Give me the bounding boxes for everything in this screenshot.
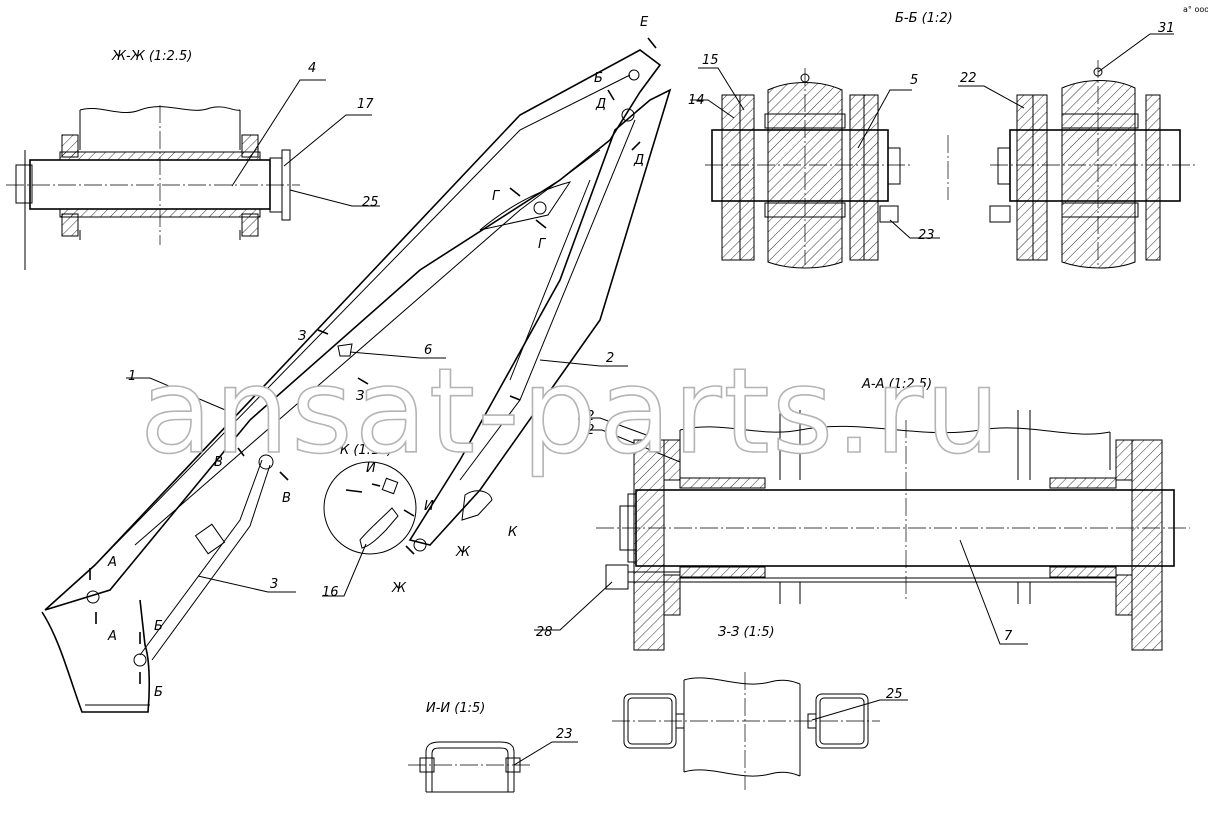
cut-letter-b-left-top: Б [154,619,163,634]
leader-1 [126,377,231,413]
section-aa-title: А-А (1:2.5) [861,377,932,392]
leader-25 [534,581,613,631]
leader-23-top [889,219,940,239]
cut-letter-b: Б [594,71,603,86]
part-label-23-bottom: 23 [556,727,573,742]
cut-letter-b-left-bottom: Б [154,685,163,700]
part-label-7: 7 [1004,629,1013,644]
part-label-14: 14 [688,93,705,108]
part-label-2: 2 [606,351,614,366]
part-label-4: 6 [424,343,432,358]
part-label-6: 4 [308,61,316,76]
leader-3 [197,575,296,593]
leader-28 [1097,33,1174,73]
cut-letter-g-top: Г [492,189,501,204]
section-k-title: К (1:10) [340,443,393,458]
cut-letter-d-bottom: Д [633,153,644,168]
part-label-31: 32 [578,409,595,424]
section-ii-view: И-И (1:5) 23 [408,701,578,793]
part-label-23-top: 23 [918,228,935,243]
part-label-17: 17 [357,97,374,112]
part-label-32: 32 [578,423,595,438]
section-ii-title: И-И (1:5) [426,701,485,716]
leader-6 [231,79,326,187]
cut-letter-v-right: В [282,491,291,506]
cut-letter-e: Е [640,15,649,30]
part-label-22: 22 [960,71,977,86]
cut-letter-g-bottom: Г [538,237,547,252]
part-label-24-top: 25 [362,195,379,210]
part-label-24-bottom: 25 [886,687,903,702]
watermark: ansat-parts.ru [140,342,1002,480]
part-label-1: 1 [128,369,136,384]
section-zz-view: 25 [612,672,908,790]
part-label-28: 31 [1158,21,1175,36]
cut-letter-i-top: И [366,461,376,476]
section-zh-title: Ж-Ж (1:2.5) [111,49,192,64]
leader-22 [958,85,1025,109]
cut-letter-z-top: З [298,329,306,344]
cut-letter-v-left: В [214,455,223,470]
leader-14 [690,99,735,119]
leader-24-bottom [811,699,908,721]
part-label-25: 28 [536,625,553,640]
leader-4 [349,351,446,359]
section-aa-view: А-А (1:2.5) [534,377,1190,651]
cut-letter-z-bottom: З [356,389,364,404]
leader-31 [580,417,661,441]
cut-letter-zh-top: Ж [455,545,471,560]
section-bb-title: Б-Б (1:2) [895,11,953,26]
section-zh-view: Ж-Ж (1:2.5) 4 17 25 [6,49,380,270]
leader-7 [959,539,1028,645]
leader-5 [857,89,912,149]
cut-letter-k: К [508,525,518,540]
detail-k-view: К (1:10) И И 16 [322,443,434,600]
section-zz-title: З-З (1:5) [718,625,775,640]
cut-letter-i-right: И [424,499,434,514]
corner-mark: a° ooo [1183,5,1208,14]
section-bb-view: Б-Б (1:2) a° ooo 15 14 5 [688,5,1208,269]
leader-2 [539,359,628,367]
cut-letter-a-top: А [107,555,117,570]
leader-32 [582,429,681,463]
leader-16 [322,543,367,597]
leader-24-top [289,189,380,207]
boom-main-view: Е Б Д Д Г Г З З В В А А Б Б К Ж Ж 1 2 3 … [41,15,672,713]
part-label-15: 15 [702,53,719,68]
cut-letter-d-top: Д [595,97,606,112]
leader-17 [283,114,372,167]
cut-letter-a-bottom: А [107,629,117,644]
part-label-16: 16 [322,585,339,600]
cut-letter-zh-bottom: Ж [391,581,407,596]
leader-15 [698,67,745,111]
cut-mark-e [647,37,657,49]
part-label-3: 3 [270,577,278,592]
part-label-5: 5 [910,73,918,88]
leader-23-bottom [513,741,578,766]
